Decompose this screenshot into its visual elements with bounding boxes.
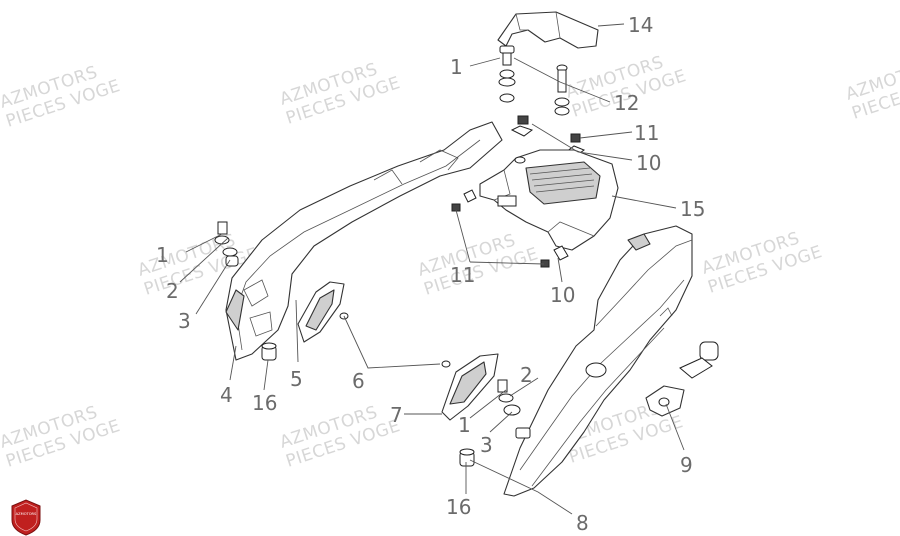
callout-4: 4 [220, 383, 233, 407]
part-10-clip [553, 245, 569, 261]
watermark: AZMOTORS PIECES VOGE [843, 54, 900, 123]
watermark: AZMOTORS PIECES VOGE [0, 62, 123, 131]
callout-1-left: 1 [156, 243, 169, 267]
part-16-bushing-right [459, 448, 475, 467]
callout-6: 6 [352, 369, 365, 393]
callout-12: 12 [614, 91, 639, 115]
part-1-2-3-bolt-left [214, 221, 239, 267]
part-5-bracket [297, 281, 349, 343]
callout-14: 14 [628, 13, 653, 37]
callout-3-left: 3 [178, 309, 191, 333]
callout-7: 7 [390, 403, 403, 427]
callout-5: 5 [290, 367, 303, 391]
callout-10-mid: 10 [550, 283, 575, 307]
callout-1-right: 1 [458, 413, 471, 437]
callout-10-top: 10 [636, 151, 661, 175]
svg-text:AZMOTORS: AZMOTORS [16, 512, 37, 516]
watermark: AZMOTORS PIECES VOGE [699, 228, 824, 297]
part-14-rear-cover [497, 11, 599, 49]
callout-1-top: 1 [450, 55, 463, 79]
callout-2-left: 2 [166, 279, 179, 303]
callout-8: 8 [576, 511, 589, 535]
callout-3-right: 3 [480, 433, 493, 457]
callout-2-right: 2 [520, 363, 533, 387]
watermark: AZMOTORS PIECES VOGE [0, 402, 123, 471]
watermark: AZMOTORS PIECES VOGE [277, 59, 402, 128]
callout-15: 15 [680, 197, 705, 221]
leader-lines [179, 23, 685, 515]
watermark: AZMOTORS PIECES VOGE [277, 402, 402, 471]
callout-11-top: 11 [634, 121, 659, 145]
part-4-left-side-cover [225, 121, 503, 361]
callout-16-left: 16 [252, 391, 277, 415]
part-7-bracket [441, 353, 499, 421]
part-16-bushing-left [261, 342, 277, 361]
callout-16-right: 16 [446, 495, 471, 519]
part-8-right-side-cover [503, 225, 693, 497]
part-15-battery-tray [479, 149, 619, 251]
callout-labels: 14 1 12 11 10 15 1 2 3 11 10 5 6 4 16 2 … [156, 13, 705, 535]
part-1-2-3-bolt-right [497, 379, 531, 439]
part-1-bolt-top [498, 45, 516, 103]
part-9-latch [645, 341, 719, 417]
azmotors-logo: AZMOTORS [11, 499, 41, 536]
callout-11-mid: 11 [450, 263, 475, 287]
callout-9: 9 [680, 453, 693, 477]
part-12-bolt [554, 64, 570, 116]
